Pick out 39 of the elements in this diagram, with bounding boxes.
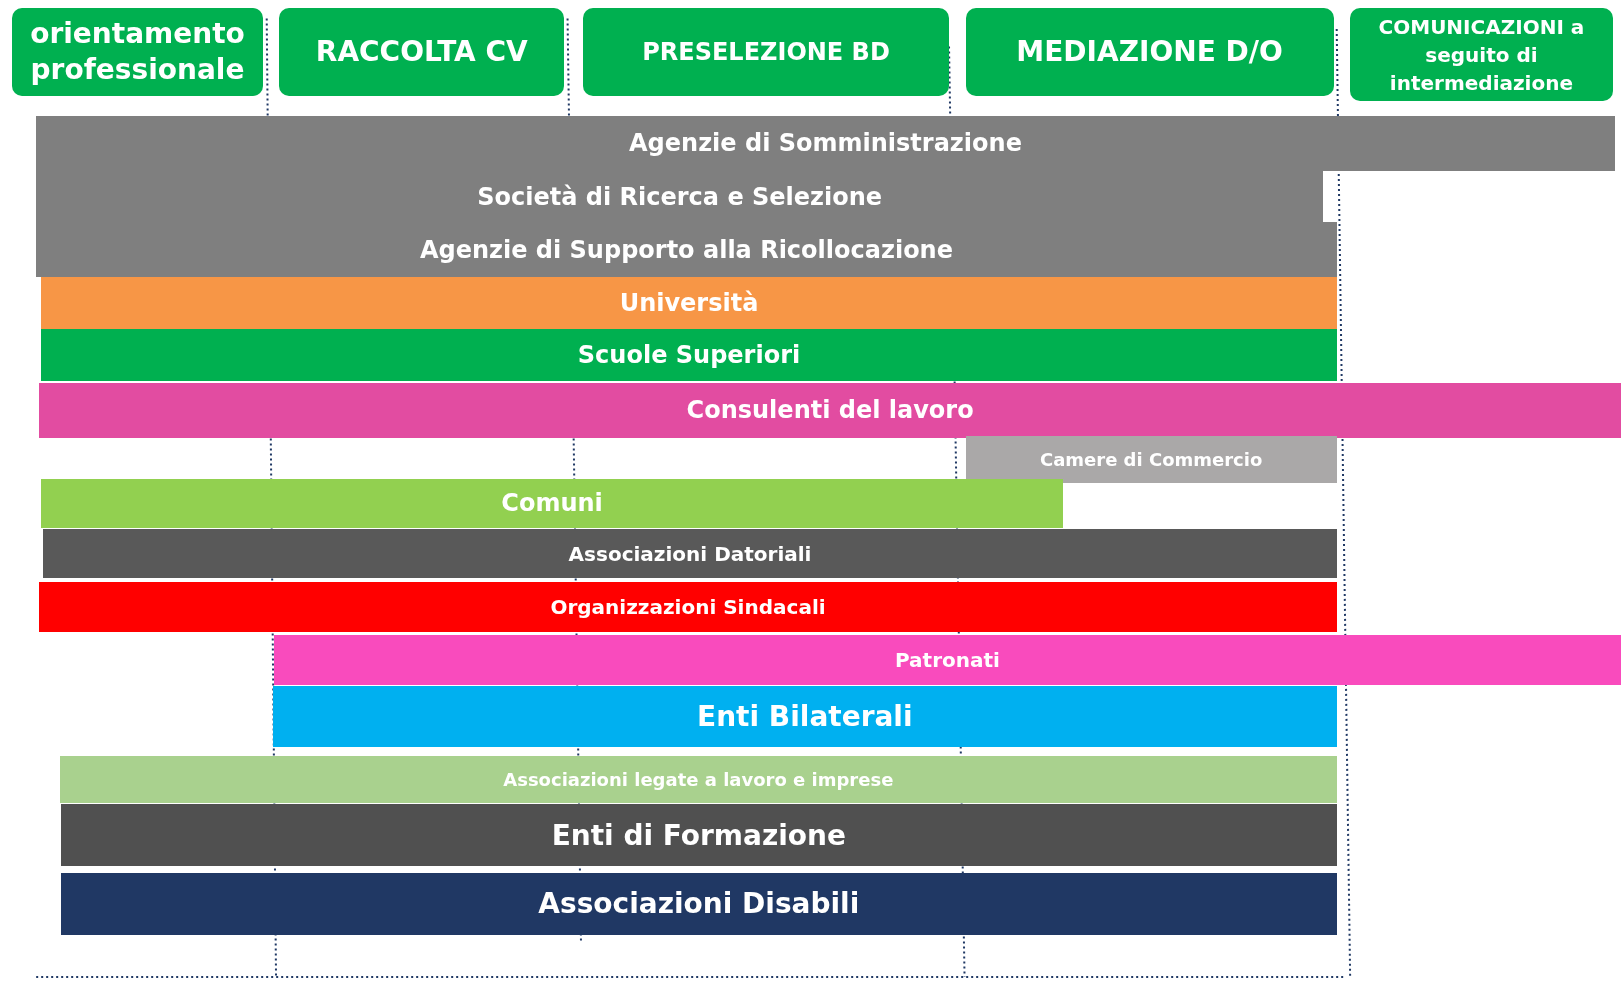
actor-bar — [39, 582, 1337, 632]
phase-header — [12, 8, 263, 97]
bar-label: Organizzazioni Sindacali — [550, 594, 826, 619]
actor-bar — [965, 436, 1337, 483]
bar-label: Università — [619, 288, 759, 317]
actor-bar — [43, 529, 1337, 578]
header-text: orientamento professionale — [29, 16, 246, 89]
bar-label: Associazioni Datoriali — [568, 541, 812, 566]
actor-bar — [36, 115, 1615, 171]
bar-label: Associazioni Disabili — [538, 887, 860, 920]
actor-bar — [273, 634, 1621, 686]
header-text: RACCOLTA CV — [315, 35, 528, 69]
phase-header — [965, 8, 1334, 97]
bar-label: Scuole Superiori — [577, 341, 801, 370]
bar-label: Associazioni legate a lavoro e imprese — [503, 768, 894, 790]
bar-label: Camere di Commercio — [1039, 449, 1263, 470]
header-text: MEDIAZIONE D/O — [1016, 35, 1283, 69]
actor-bar — [61, 872, 1337, 935]
bar-label: Comuni — [501, 489, 603, 518]
actor-bar — [41, 277, 1337, 329]
header-text: PRESELEZIONE BD — [642, 37, 890, 69]
bar-label: Patronati — [895, 648, 1000, 673]
bar-label: Enti di Formazione — [551, 818, 846, 852]
actor-bar — [41, 328, 1337, 382]
actor-bar — [41, 478, 1063, 529]
bar-label: Società di Ricerca e Selezione — [477, 182, 883, 211]
phase-header — [1350, 8, 1613, 102]
actor-bar — [39, 382, 1621, 439]
actor-bar — [272, 686, 1337, 748]
header-text: COMUNICAZIONI a seguito di intermediazione — [1377, 13, 1586, 97]
bar-label: Consulenti del lavoro — [686, 396, 974, 425]
actor-bar — [61, 804, 1337, 867]
bar-label: Enti Bilaterali — [697, 700, 913, 734]
bar-label: Agenzie di Supporto alla Ricollocazione — [419, 235, 953, 264]
actor-bar — [59, 755, 1337, 804]
phase-header — [583, 8, 949, 97]
bar-label: Agenzie di Somministrazione — [629, 129, 1022, 158]
phase-header — [279, 8, 565, 97]
actor-bar — [36, 222, 1337, 278]
